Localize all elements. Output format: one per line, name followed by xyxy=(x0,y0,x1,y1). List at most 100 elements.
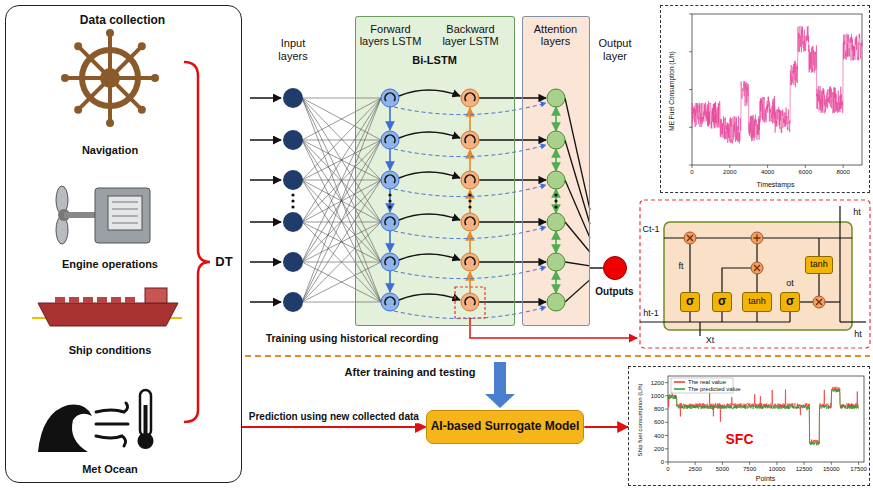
wheel-handle xyxy=(61,74,69,82)
forward-recurrence xyxy=(389,231,391,252)
separator xyxy=(245,355,870,357)
tick-mark xyxy=(665,435,668,436)
ellipsis-dot xyxy=(388,205,391,208)
wheel-handle xyxy=(74,42,82,50)
pointwise-op xyxy=(751,232,763,244)
engine-grille xyxy=(112,202,138,203)
note-label: After training and testing xyxy=(345,366,476,379)
dense-connection xyxy=(302,140,381,222)
tick-mark xyxy=(665,422,668,423)
ellipsis-dot xyxy=(468,193,471,196)
attention-band: Attention layers xyxy=(522,16,590,326)
source-label: Navigation xyxy=(82,144,138,157)
text-holder: σ xyxy=(713,293,731,311)
backward-recurrence xyxy=(469,108,471,131)
ship-hull xyxy=(38,303,178,326)
forward-lstm-unit xyxy=(381,293,399,311)
backward-recurrence xyxy=(469,190,471,213)
ellipsis-dot xyxy=(554,193,557,196)
dense-connection xyxy=(302,180,381,302)
attention-to-output xyxy=(565,280,590,302)
text-holder: σ xyxy=(781,293,799,311)
tick-mark xyxy=(695,462,696,465)
cell-wire xyxy=(756,274,757,292)
axis-tick: 0 xyxy=(666,466,669,473)
node-text: SFC xyxy=(724,430,756,446)
axis-tick: 12500 xyxy=(796,466,813,473)
dense-connection xyxy=(302,98,381,180)
axis-tick: 1000 xyxy=(651,392,664,399)
node-text: Outputs xyxy=(595,286,633,298)
wheel-handle xyxy=(138,106,146,114)
forward-to-backward xyxy=(399,294,460,300)
ellipsis-dot xyxy=(291,193,294,196)
node-text: ME Fuel Consumption (L/h) xyxy=(668,51,675,130)
cell-wire xyxy=(756,312,757,322)
cell-wire xyxy=(689,244,690,292)
ellipsis-dot xyxy=(388,193,391,196)
wind-stroke xyxy=(96,403,128,412)
cell-wire xyxy=(818,274,819,296)
signal-name: ht-1 xyxy=(643,308,659,318)
node-text: Attention layers xyxy=(525,23,587,48)
input-neuron xyxy=(283,212,303,232)
unit-loop xyxy=(465,93,475,101)
wheel-handle xyxy=(74,106,82,114)
engine-panel xyxy=(108,196,142,230)
cell-wire xyxy=(825,301,840,302)
gate-box: σ xyxy=(680,292,700,312)
engine-block xyxy=(95,188,150,243)
connector xyxy=(584,426,628,428)
node-text: Data collection xyxy=(80,14,165,28)
node-text: Ship fuel consumption (L/h) xyxy=(636,383,643,456)
tick-mark xyxy=(722,462,723,465)
chart-frame: ME Fuel Consumption (L/h) Timestamps xyxy=(660,5,870,193)
dense-connection xyxy=(302,98,381,222)
attention-to-output xyxy=(565,180,590,238)
dense-connection xyxy=(302,140,381,302)
thermometer-fill xyxy=(144,405,148,437)
deck-hatch xyxy=(83,297,93,303)
backward-to-attention xyxy=(479,221,546,222)
signal-name: ot xyxy=(786,278,794,288)
gate-box: σ xyxy=(780,292,800,312)
dense-connection xyxy=(302,98,381,140)
fuel-series xyxy=(692,26,862,144)
attention-link xyxy=(555,231,557,253)
unit-loop xyxy=(385,135,395,143)
lstm-cell xyxy=(664,222,852,330)
forward-lstm-unit xyxy=(381,131,399,149)
unit-loop xyxy=(465,175,475,183)
backward-to-attention xyxy=(479,179,546,180)
dense-connection xyxy=(302,140,381,302)
cell-wire xyxy=(789,312,790,322)
wheel-handle xyxy=(151,74,159,82)
cell-wire xyxy=(756,244,757,262)
signal-name: ht xyxy=(854,329,862,339)
attention-link xyxy=(555,189,557,213)
tick-mark xyxy=(689,51,692,52)
attention-to-output xyxy=(565,262,590,266)
text-holder: tanh xyxy=(743,293,771,311)
wheel-handle xyxy=(106,119,114,127)
tick-mark xyxy=(689,14,692,15)
input-arrow xyxy=(250,301,281,303)
engine-grille xyxy=(112,223,138,224)
gate-box: tanh xyxy=(742,292,772,312)
tick-mark xyxy=(665,409,668,410)
pointwise-op xyxy=(684,232,696,244)
axis-tick: 8000 xyxy=(836,169,849,176)
input-arrow xyxy=(250,221,281,223)
wheel-hub xyxy=(100,68,120,88)
tick-mark xyxy=(729,165,730,168)
dense-connection xyxy=(302,222,381,302)
backward-to-attention xyxy=(479,97,546,98)
forward-recurrence xyxy=(389,107,391,130)
input-neuron xyxy=(283,292,303,312)
wind-stroke xyxy=(96,423,128,426)
pointwise-op xyxy=(751,262,763,274)
engine-grille xyxy=(112,216,138,217)
signal-name: ht xyxy=(853,207,861,217)
node-text: Timestamps xyxy=(757,180,795,188)
